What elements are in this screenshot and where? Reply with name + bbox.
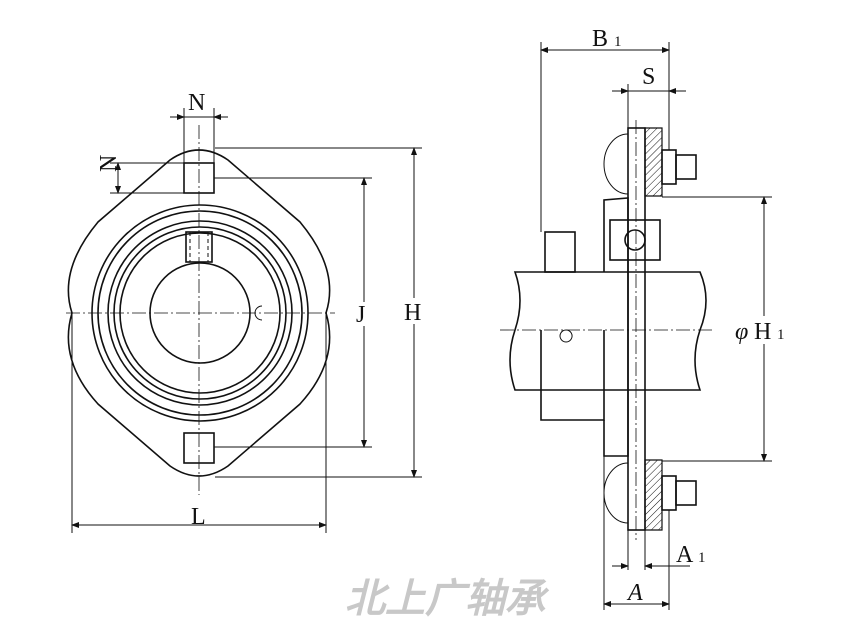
ball [624,229,646,251]
flange-section-top [644,127,663,197]
label-l: L [191,504,206,530]
bolt-head-top [603,133,629,195]
label-a: A [626,580,643,606]
nut-bottom [661,475,677,511]
side-labels: B 1 S φ H 1 A 1 A [592,26,796,606]
label-h1-phi: φ [735,319,748,345]
label-a1: A [676,542,694,568]
label-b1-sub: 1 [614,34,622,50]
front-view [66,125,335,495]
flange-plate [627,127,646,531]
label-b1: B [592,26,608,52]
bearing-insert [609,219,661,261]
bolt-top [675,154,697,180]
label-s: S [642,64,655,90]
shaft [509,271,707,391]
nut-top [661,149,677,185]
collar [540,330,605,421]
watermark: 北上广轴承 [345,576,550,622]
grease-hole [559,329,573,343]
label-h1-sub: 1 [777,327,785,343]
label-j: J [356,302,365,328]
bolt-head-bottom [603,462,629,524]
label-a1-sub: 1 [698,550,706,566]
flange-section-bottom [644,459,663,531]
front-labels: N N J H L [96,90,429,530]
label-n-top: N [188,90,205,116]
side-view [500,120,715,540]
label-h1: H [754,319,771,345]
label-n-side: N [96,155,122,172]
label-h: H [404,300,421,326]
front-dimensions [71,108,422,533]
bolt-bottom [675,480,697,506]
housing [603,197,629,457]
set-screw-side [544,231,576,273]
